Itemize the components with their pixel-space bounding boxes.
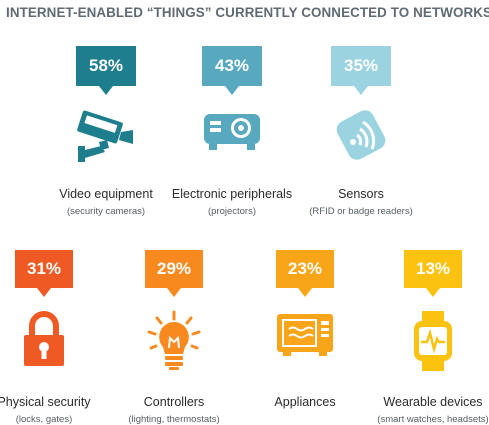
item-smartwatch: 13% Wearable devices (smart watches, head…: [358, 250, 489, 425]
smartwatch-icon: [358, 310, 489, 377]
item-rfid-reader: 35% Sensors (RFID or badge readers): [286, 46, 436, 217]
category-sublabel: (lighting, thermostats): [128, 414, 220, 425]
value-bubble: 23%: [276, 250, 334, 297]
value-bubble: 35%: [331, 46, 391, 95]
bubble-pointer: [167, 288, 181, 297]
value-label: 29%: [145, 250, 203, 288]
microwave-icon: [230, 310, 380, 363]
padlock-icon: [0, 310, 119, 373]
light-bulb-icon: [99, 310, 249, 377]
bubble-pointer: [99, 86, 113, 95]
item-projector: 43% Electronic peripherals (projectors): [157, 46, 307, 217]
category-label: Sensors: [338, 187, 384, 201]
value-label: 58%: [76, 46, 136, 86]
category-label: Physical security: [0, 395, 91, 409]
item-microwave: 23% Appliances: [230, 250, 380, 409]
value-label: 35%: [331, 46, 391, 86]
category-sublabel: (locks, gates): [15, 414, 73, 425]
value-label: 23%: [276, 250, 334, 288]
value-bubble: 31%: [15, 250, 73, 297]
category-label: Appliances: [274, 395, 336, 409]
bubble-pointer: [426, 288, 440, 297]
bubble-pointer: [37, 288, 51, 297]
bubble-pointer: [225, 86, 239, 95]
value-bubble: 29%: [145, 250, 203, 297]
category-sublabel: (projectors): [207, 206, 257, 217]
value-label: 13%: [404, 250, 462, 288]
bubble-pointer: [298, 288, 312, 297]
value-label: 43%: [202, 46, 262, 86]
value-bubble: 58%: [76, 46, 136, 95]
item-security-camera: 58% Video equipment (security cameras): [31, 46, 181, 217]
category-label: Electronic peripherals: [171, 187, 293, 201]
value-bubble: 43%: [202, 46, 262, 95]
category-sublabel: (security cameras): [66, 206, 146, 217]
projector-icon: [157, 108, 307, 159]
bubble-pointer: [354, 86, 368, 95]
rfid-reader-icon: [286, 108, 436, 167]
category-label: Controllers: [143, 395, 205, 409]
item-light-bulb: 29% Controllers (lighting, thermostats): [99, 250, 249, 425]
value-bubble: 13%: [404, 250, 462, 297]
chart-title: INTERNET-ENABLED “THINGS” CURRENTLY CONN…: [6, 5, 489, 20]
category-sublabel: (RFID or badge readers): [309, 206, 413, 217]
category-label: Video equipment: [59, 187, 153, 201]
category-label: Wearable devices: [383, 395, 483, 409]
value-label: 31%: [15, 250, 73, 288]
item-padlock: 31% Physical security (locks, gates): [0, 250, 119, 425]
category-sublabel: (smart watches, headsets): [377, 414, 489, 425]
security-camera-icon: [31, 108, 181, 169]
